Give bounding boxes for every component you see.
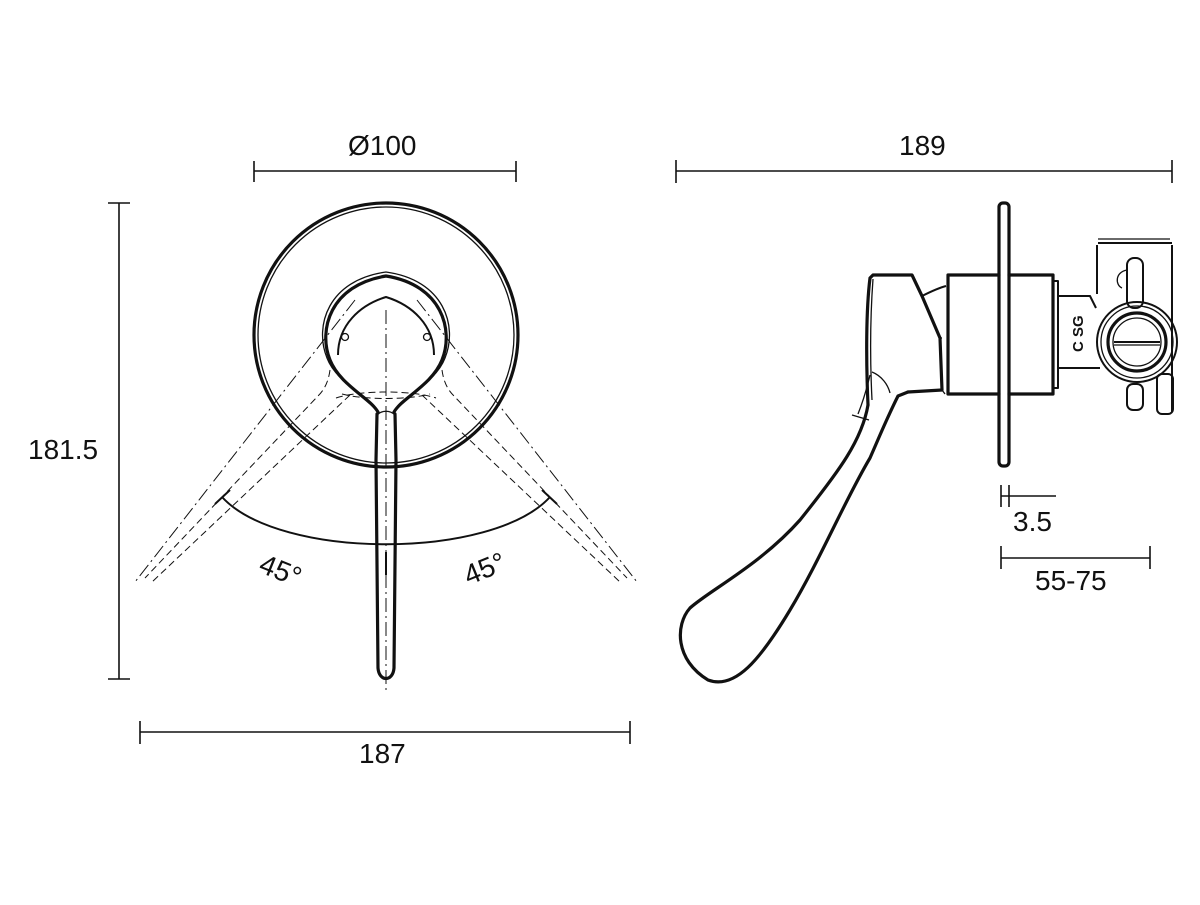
- center-line-diag-right: [416, 299, 638, 583]
- side-lever-inner: [857, 374, 871, 415]
- port-ring-outer: [1096, 301, 1178, 383]
- port-ring-core: [1112, 317, 1162, 367]
- rotation-arc: [221, 496, 551, 546]
- valve-body-flange: [1053, 280, 1059, 389]
- wall-plate: [997, 201, 1011, 468]
- dim-label-diameter: Ø100: [348, 130, 417, 161]
- sleeve: [946, 273, 1001, 396]
- lug-bottom: [1126, 383, 1144, 411]
- side-view: C SG: [675, 160, 1178, 684]
- hidden-rotated-lever-left-a: [144, 369, 331, 579]
- hidden-rotated-lever-right-a: [441, 369, 628, 579]
- dim-label-height: 181.5: [28, 434, 99, 465]
- arc-tick-right: [541, 489, 558, 505]
- dim-label-plate-thickness: 3.5: [1013, 506, 1052, 537]
- front-view: [108, 161, 638, 744]
- valve-body-neck: [1058, 295, 1100, 369]
- hidden-rotated-lever-right-b: [421, 394, 621, 583]
- lug-side: [1156, 373, 1174, 415]
- dim-label-depth: 189: [899, 130, 946, 161]
- handle-body-facet: [921, 285, 947, 297]
- hidden-hub-arc: [335, 391, 437, 399]
- handle-hub-inner: [321, 271, 451, 409]
- body-stamp: C SG: [1070, 315, 1087, 352]
- screw-hole-left: [340, 332, 350, 342]
- hidden-rotated-lever-left-b: [151, 394, 351, 583]
- dim-label-width: 187: [359, 738, 406, 769]
- center-line-diag-left: [134, 299, 356, 583]
- handle-body-inner: [869, 278, 874, 401]
- lug-top-cap: [1116, 269, 1128, 289]
- cartridge-shield: [337, 296, 435, 356]
- arc-tick-left: [214, 489, 231, 505]
- screw-hole-right: [422, 332, 432, 342]
- dim-label-cavity-range: 55-75: [1035, 565, 1107, 596]
- sleeve-step: [940, 337, 946, 395]
- side-lever: [678, 390, 910, 684]
- side-lever-joint: [851, 371, 891, 421]
- valve-body: [1007, 273, 1055, 396]
- handle-body: [865, 273, 944, 407]
- lever-stem: [374, 412, 398, 681]
- port-ring-inner: [1106, 311, 1168, 373]
- handle-hub-outline: [324, 274, 448, 414]
- hidden-hub-arc-2: [341, 393, 431, 399]
- lug-top: [1126, 257, 1144, 309]
